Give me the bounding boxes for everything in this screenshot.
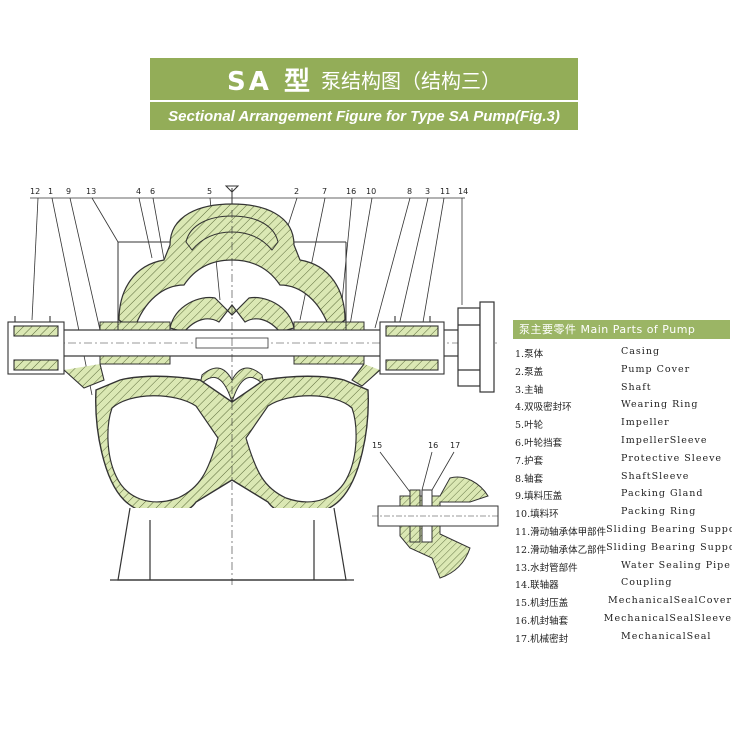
part-en: Sliding Bearing Support — [606, 523, 732, 535]
part-cn: 4.双吸密封环 — [515, 402, 572, 414]
right-bearing — [351, 316, 445, 387]
part-row: 8.轴套 ShaftSleeve — [515, 471, 732, 489]
callout-3: 3 — [425, 187, 430, 196]
part-en: Coupling — [621, 577, 673, 589]
part-en: Shaft — [621, 381, 652, 393]
parts-list: 1.泵体 Casing 2.泵盖 Pump Cover 3.主轴 Shaft 4.双吸… — [515, 346, 732, 649]
part-en: Casing — [621, 346, 661, 357]
part-cn: 7.护套 — [515, 455, 544, 467]
part-row: 7.护套 Protective Sleeve — [515, 453, 732, 471]
callout-7: 7 — [322, 187, 327, 196]
part-row: 13.水封管部件 Water Sealing Pipe — [515, 560, 732, 578]
part-cn: 12.滑动轴承体乙部件 — [515, 544, 607, 556]
part-cn: 8.轴套 — [515, 473, 544, 485]
callout-13: 13 — [86, 187, 96, 196]
chinese-title: 泵结构图（结构三） — [320, 68, 501, 93]
part-row: 17.机械密封 MechanicalSeal — [515, 631, 732, 649]
part-row: 9.填料压盖 Packing Gland — [515, 488, 732, 506]
part-cn: 6.叶轮挡套 — [515, 437, 563, 449]
part-cn: 16.机封轴套 — [515, 615, 569, 627]
callout-2: 2 — [294, 187, 299, 196]
part-cn: 14.联轴器 — [515, 580, 559, 592]
part-en: MechanicalSealSleeve — [603, 612, 732, 624]
part-row: 14.联轴器 Coupling — [515, 577, 732, 595]
detail-callout-16: 16 — [428, 441, 438, 450]
part-en: Impeller — [621, 417, 670, 429]
part-en: Packing Gland — [621, 488, 704, 500]
callout-6: 6 — [150, 187, 155, 196]
callout-16: 16 — [346, 187, 356, 196]
part-row: 3.主轴 Shaft — [515, 382, 732, 400]
mechanical-seal-detail: 15 16 17 — [372, 441, 499, 579]
part-cn: 17.机械密封 — [515, 633, 569, 645]
part-cn: 3.主轴 — [515, 384, 544, 396]
part-row: 16.机封轴套 MechanicalSealSleeve — [515, 613, 732, 631]
parts-list-header: 泵主要零件 Main Parts of Pump — [513, 320, 730, 339]
callout-9: 9 — [66, 187, 71, 196]
callout-10: 10 — [366, 187, 376, 196]
water-sealing-pipe — [117, 241, 347, 330]
part-row: 6.叶轮挡套 ImpellerSleeve — [515, 435, 732, 453]
sleeves — [99, 321, 365, 365]
part-en: ImpellerSleeve — [621, 434, 708, 446]
part-cn: 13.水封管部件 — [515, 562, 578, 574]
part-row: 2.泵盖 Pump Cover — [515, 364, 732, 382]
part-row: 1.泵体 Casing — [515, 346, 732, 364]
callout-12: 12 — [30, 187, 40, 196]
part-en: Pump Cover — [621, 363, 691, 375]
part-cn: 5.叶轮 — [515, 420, 544, 432]
callout-1: 1 — [48, 187, 53, 196]
callout-numbers: 12 1 9 13 4 6 5 2 7 16 10 8 3 11 14 — [30, 187, 468, 196]
part-row: 5.叶轮 Impeller — [515, 417, 732, 435]
pump-base — [110, 507, 354, 581]
coupling — [457, 301, 495, 393]
part-cn: 11.滑动轴承体甲部件 — [515, 526, 607, 538]
left-bearing — [7, 316, 105, 389]
part-en: MechanicalSealCover — [608, 595, 732, 607]
english-title: Sectional Arrangement Figure for Type SA… — [150, 102, 578, 130]
callout-4: 4 — [136, 187, 141, 196]
pump-section-drawing: 12 1 9 13 4 6 5 2 7 16 10 8 3 11 14 — [7, 185, 500, 585]
part-en: Sliding Bearing Support — [606, 541, 732, 553]
detail-callouts: 15 16 17 — [372, 441, 460, 450]
callout-8: 8 — [407, 187, 412, 196]
part-cn: 9.填料压盖 — [515, 491, 563, 503]
part-cn: 10.填料环 — [515, 509, 559, 521]
callout-5: 5 — [207, 187, 212, 196]
part-row: 4.双吸密封环 Wearing Ring — [515, 399, 732, 417]
part-en: ShaftSleeve — [621, 470, 690, 482]
part-en: MechanicalSeal — [621, 630, 712, 642]
callout-11: 11 — [440, 187, 450, 196]
title-banner: SA 型 泵结构图（结构三） — [150, 58, 578, 100]
part-en: Packing Ring — [621, 506, 697, 518]
detail-callout-15: 15 — [372, 441, 382, 450]
callout-14: 14 — [458, 187, 468, 196]
part-cn: 15.机封压盖 — [515, 598, 569, 610]
detail-callout-17: 17 — [450, 441, 460, 450]
part-cn: 1.泵体 — [515, 349, 544, 360]
part-row: 10.填料环 Packing Ring — [515, 506, 732, 524]
part-en: Wearing Ring — [621, 399, 699, 411]
model-title: SA 型 — [227, 66, 313, 97]
callout-leaders — [30, 197, 465, 396]
part-cn: 2.泵盖 — [515, 366, 544, 378]
part-row: 15.机封压盖 MechanicalSealCover — [515, 595, 732, 613]
part-en: Water Sealing Pipe — [621, 559, 731, 571]
part-en: Protective Sleeve — [621, 452, 723, 464]
